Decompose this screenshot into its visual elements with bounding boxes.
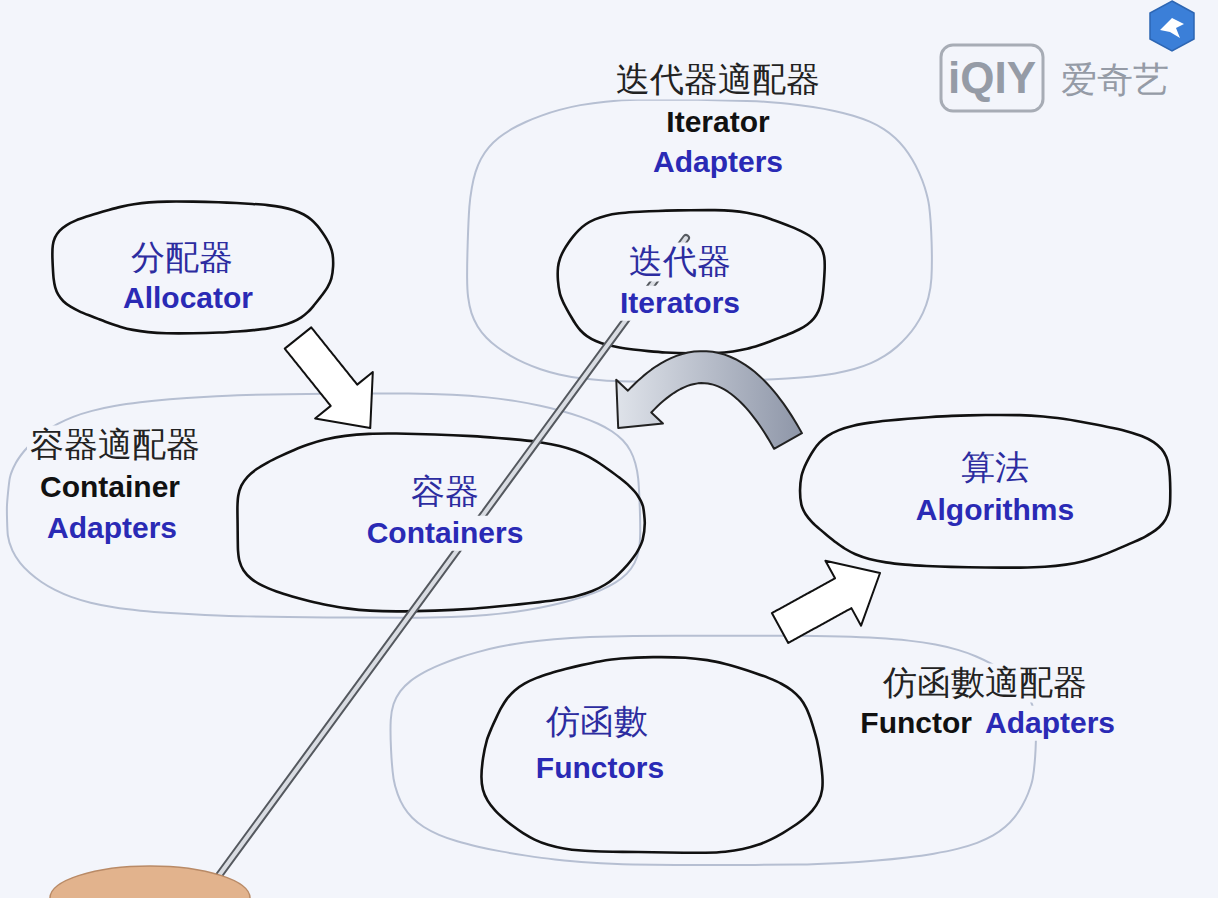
cloud-border	[558, 210, 825, 353]
text-holder: Allocator	[120, 281, 256, 316]
block-arrow	[772, 561, 880, 643]
cloud-border	[7, 394, 640, 618]
chinese-name: 容器	[408, 472, 482, 511]
cloud-border	[800, 415, 1170, 568]
cloud-outline	[0, 388, 655, 624]
component-cloud: 容器 Containers	[218, 428, 653, 618]
english-name: Containers	[364, 516, 527, 551]
watermark: 爱奇艺	[1059, 60, 1171, 100]
text-holder: 仿函數適配器	[880, 663, 1090, 702]
hand	[50, 866, 250, 898]
text-holder: Iterators	[617, 286, 743, 321]
chinese-name: 容器適配器	[27, 425, 203, 464]
cloud-border	[481, 657, 822, 853]
text-holder: 分配器	[128, 238, 236, 277]
block-arrow	[285, 327, 373, 428]
logo-frame	[941, 45, 1043, 111]
text-holder: Algorithms	[913, 493, 1077, 528]
english-name: Allocator	[120, 281, 256, 316]
text-holder: 算法	[958, 448, 1032, 487]
cloud-border	[52, 202, 333, 334]
label-holder: iQIY	[946, 54, 1038, 102]
english-name: Iterators	[617, 286, 743, 321]
label-holder: 爱奇艺	[1059, 60, 1171, 100]
cloud-border	[237, 434, 644, 612]
app-icon	[1150, 1, 1194, 51]
text-holder: 仿函數	[543, 702, 651, 741]
adapter-region: 容器 Containers 容器適配器 ContainerAdapters	[0, 388, 655, 624]
adapter-region: 仿函數 Functors 仿函數適配器 FunctorAdapters	[383, 628, 1135, 872]
text-holder: Iterator	[663, 105, 772, 140]
watermark: iQIY	[946, 54, 1038, 102]
text-holder: Adapters	[982, 706, 1118, 741]
text-holder: 迭代器適配器	[613, 60, 823, 99]
chinese-name: 分配器	[128, 238, 236, 277]
cloud-border	[467, 100, 932, 382]
english-name: Adapters	[982, 706, 1118, 741]
text-holder: Container	[37, 470, 183, 505]
text-holder: Containers	[364, 516, 527, 551]
chinese-name: 算法	[958, 448, 1032, 487]
adapter-region: 迭代器 Iterators 迭代器適配器 IteratorAdapters	[455, 55, 940, 390]
component-cloud: 分配器 Allocator	[43, 195, 343, 338]
text-holder: 容器適配器	[27, 425, 203, 464]
english-name: Adapters	[44, 511, 180, 546]
text-holder: Functors	[533, 751, 667, 786]
block-arrow	[616, 351, 802, 449]
pointer-stick	[212, 238, 686, 885]
text-holder: Functor	[857, 706, 975, 741]
english-name: Functors	[533, 751, 667, 786]
component-cloud: 算法 Algorithms	[788, 408, 1183, 573]
chinese-name: 仿函數適配器	[880, 663, 1090, 702]
chinese-name: 迭代器	[626, 242, 734, 281]
text-holder: Adapters	[44, 511, 180, 546]
pointer-stick-highlight	[212, 238, 686, 885]
component-cloud: 迭代器 Iterators	[548, 203, 833, 358]
text-holder: Adapters	[650, 145, 786, 180]
english-name: Adapters	[650, 145, 786, 180]
chinese-name: 仿函數	[543, 702, 651, 741]
english-name: Iterator	[663, 105, 772, 140]
component-cloud: 仿函數 Functors	[473, 653, 833, 863]
chinese-name: 迭代器適配器	[613, 60, 823, 99]
text-holder: 迭代器	[626, 242, 734, 281]
cloud-outline	[788, 408, 1183, 573]
english-name: Functor	[857, 706, 975, 741]
text-holder: 容器	[408, 472, 482, 511]
english-name: Algorithms	[913, 493, 1077, 528]
english-name: Container	[37, 470, 183, 505]
